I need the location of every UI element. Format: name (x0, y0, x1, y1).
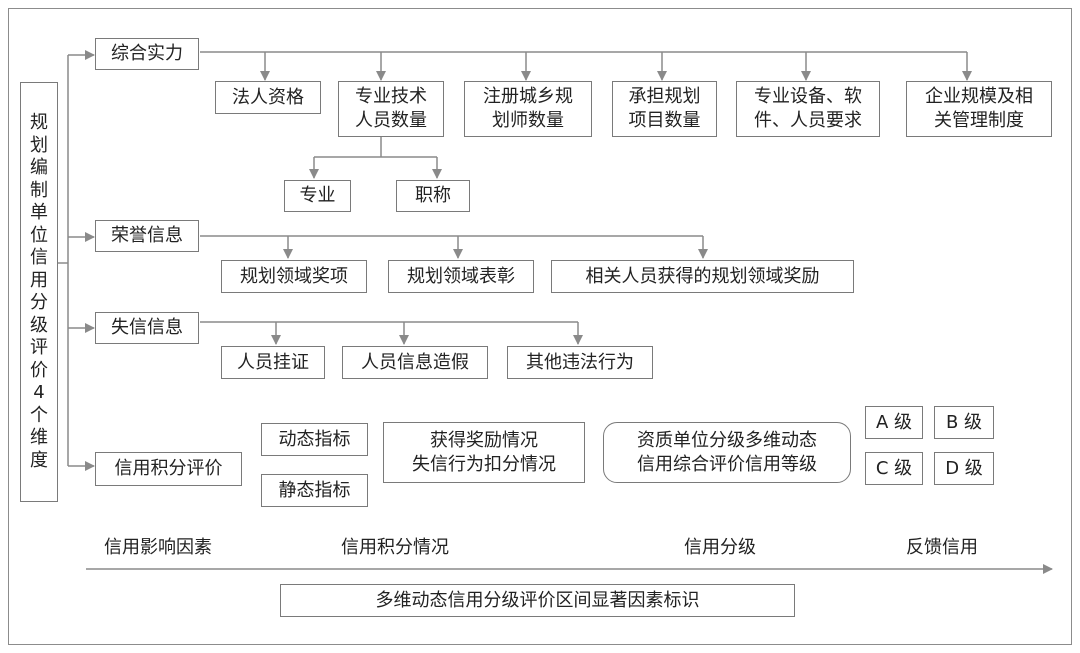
dimension-dishonesty: 失信信息 (95, 312, 199, 344)
strength-item-equipment: 专业设备、软 件、人员要求 (736, 81, 880, 137)
grade-c-box: C 级 (865, 452, 923, 485)
indicator-static: 静态指标 (261, 474, 368, 507)
grade-d-box: D 级 (934, 452, 994, 485)
honor-item-awards: 规划领域奖项 (221, 260, 367, 293)
dimension-honor: 荣誉信息 (95, 220, 199, 252)
credit-grade-result-box: 资质单位分级多维动态 信用综合评价信用等级 (603, 422, 851, 483)
score-situation-box: 获得奖励情况 失信行为扣分情况 (383, 422, 585, 483)
dishonesty-item-certificate-hanging: 人员挂证 (221, 346, 325, 379)
staff-sub-major: 专业 (284, 180, 351, 212)
axis-label-score: 信用积分情况 (341, 537, 449, 558)
staff-sub-title: 职称 (396, 180, 470, 212)
grade-b-box: B 级 (934, 406, 994, 439)
strength-item-project-count: 承担规划 项目数量 (612, 81, 717, 137)
honor-item-commendations: 规划领域表彰 (388, 260, 534, 293)
strength-item-legal-entity: 法人资格 (215, 81, 321, 114)
root-box: 规划编制单位信用分级评价4个维度 (20, 82, 58, 502)
dimension-strength: 综合实力 (95, 38, 199, 70)
honor-item-staff-awards: 相关人员获得的规划领域奖励 (551, 260, 854, 293)
diagram-frame (8, 8, 1072, 645)
root-label: 规划编制单位信用分级评价4个维度 (30, 112, 48, 471)
footer-box: 多维动态信用分级评价区间显著因素标识 (280, 584, 795, 617)
strength-item-planner-count: 注册城乡规 划师数量 (464, 81, 592, 137)
dishonesty-item-other-violations: 其他违法行为 (507, 346, 653, 379)
strength-item-staff-count: 专业技术 人员数量 (338, 81, 444, 137)
axis-label-feedback: 反馈信用 (906, 537, 978, 558)
dishonesty-item-falsification: 人员信息造假 (342, 346, 488, 379)
indicator-dynamic: 动态指标 (261, 423, 368, 456)
axis-label-influence: 信用影响因素 (104, 537, 212, 558)
axis-label-grading: 信用分级 (684, 537, 756, 558)
dimension-credit-score: 信用积分评价 (95, 452, 242, 486)
grade-a-box: A 级 (865, 406, 923, 439)
strength-item-scale: 企业规模及相 关管理制度 (906, 81, 1052, 137)
